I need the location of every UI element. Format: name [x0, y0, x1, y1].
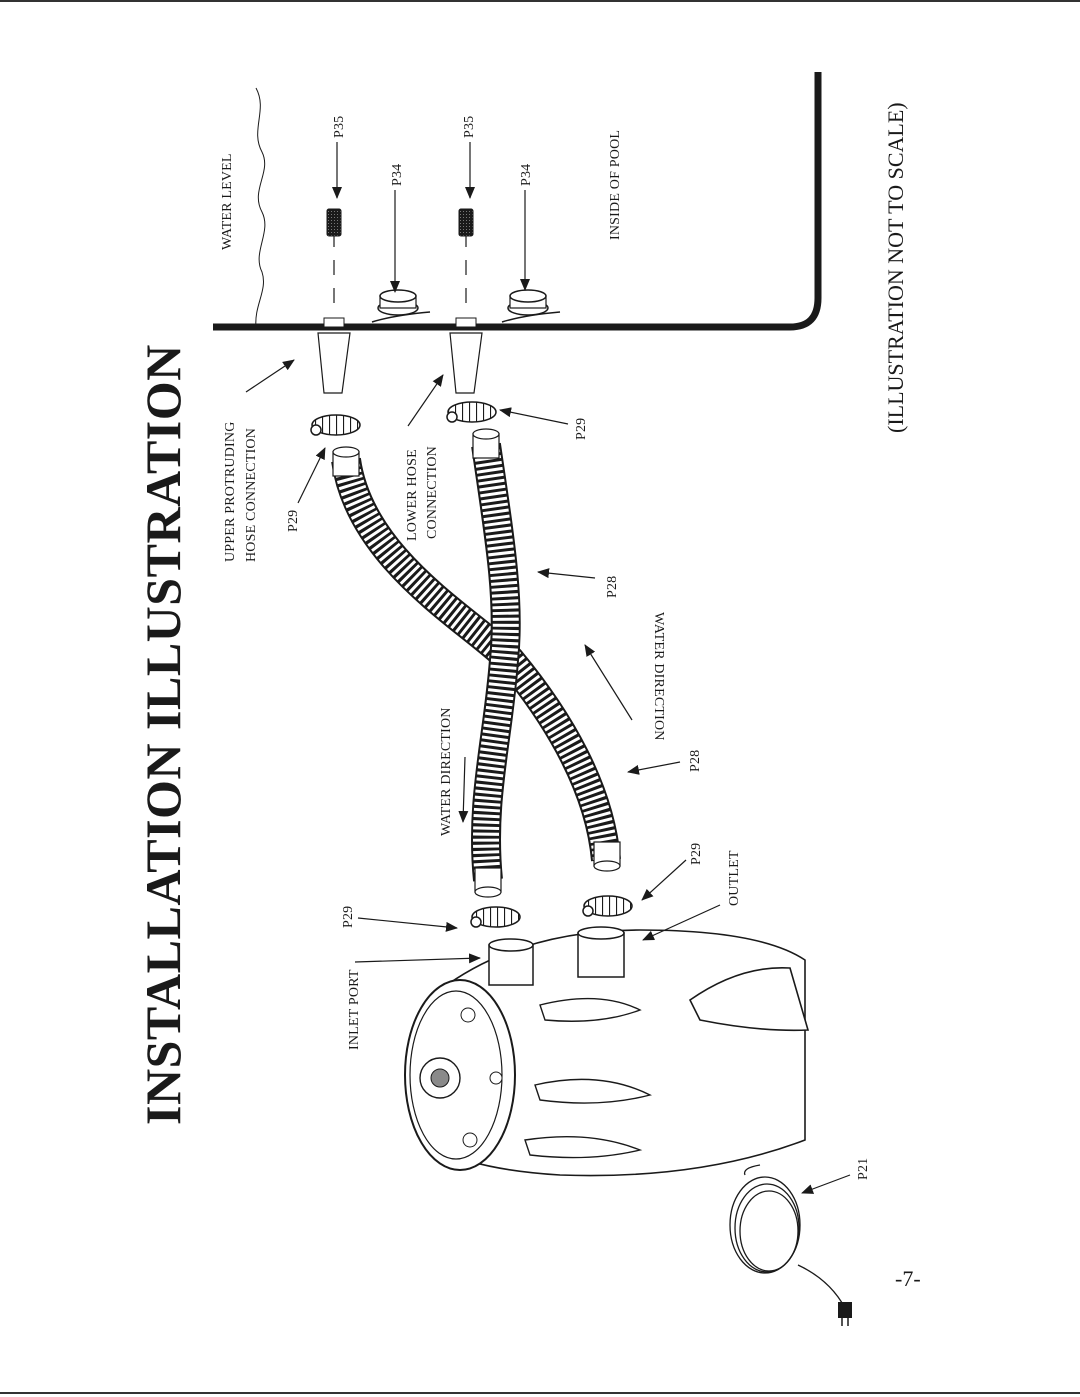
- hose-clamp-icon: [446, 401, 497, 423]
- hose-clamp-icon: [310, 414, 361, 436]
- strainer-icon: [326, 208, 342, 237]
- pool-wall: [213, 72, 822, 331]
- strainer-icon: [458, 208, 474, 237]
- fitting-icon: [371, 289, 431, 323]
- part-p28-lower: P28: [688, 749, 703, 772]
- part-p29-outlet: P29: [689, 842, 704, 865]
- lower-wall-fitting: [449, 208, 561, 394]
- water-direction-in-label: WATER DIRECTION: [439, 707, 454, 836]
- inlet-port-label: INLET PORT: [347, 969, 362, 1050]
- part-p29-inlet: P29: [341, 905, 356, 928]
- hose-icon: [471, 428, 521, 898]
- page-title: INSTALLATION ILLUSTRATION: [135, 344, 191, 1125]
- fitting-icon: [501, 289, 561, 323]
- page-number: -7-: [895, 1266, 921, 1291]
- leader-arrows: [245, 142, 851, 1194]
- part-p34-upper: P34: [390, 163, 405, 186]
- inside-of-pool-label: INSIDE OF POOL: [608, 129, 623, 240]
- outlet-label: OUTLET: [727, 850, 742, 906]
- top-border: [0, 0, 1080, 2]
- part-p29-upper: P29: [286, 509, 301, 532]
- power-cord-icon: [729, 1164, 852, 1326]
- scale-note: (ILLUSTRATION NOT TO SCALE): [883, 102, 908, 433]
- lower-connection-label-line2: CONNECTION: [425, 446, 440, 539]
- part-p21: P21: [856, 1157, 871, 1180]
- part-p29-lower: P29: [574, 417, 589, 440]
- upper-connection-label-line1: UPPER PROTRUDING: [223, 421, 238, 563]
- part-p34-lower: P34: [519, 163, 534, 186]
- water-direction-out-label: WATER DIRECTION: [651, 612, 666, 741]
- part-p35-lower: P35: [462, 115, 477, 138]
- upper-connection-label-line2: HOSE CONNECTION: [244, 427, 259, 562]
- part-p28-upper: P28: [605, 575, 620, 598]
- water-level-label: WATER LEVEL: [220, 153, 235, 250]
- plug-icon: [838, 1302, 852, 1326]
- part-p35-upper: P35: [332, 115, 347, 138]
- upper-wall-fitting: [317, 208, 431, 394]
- hose-clamp-icon: [470, 906, 521, 928]
- hose-clamp-icon: [582, 895, 633, 917]
- bottom-border: [0, 1392, 1080, 1394]
- lower-connection-label-line1: LOWER HOSE: [405, 449, 420, 541]
- filter-pump-icon: [404, 926, 810, 1177]
